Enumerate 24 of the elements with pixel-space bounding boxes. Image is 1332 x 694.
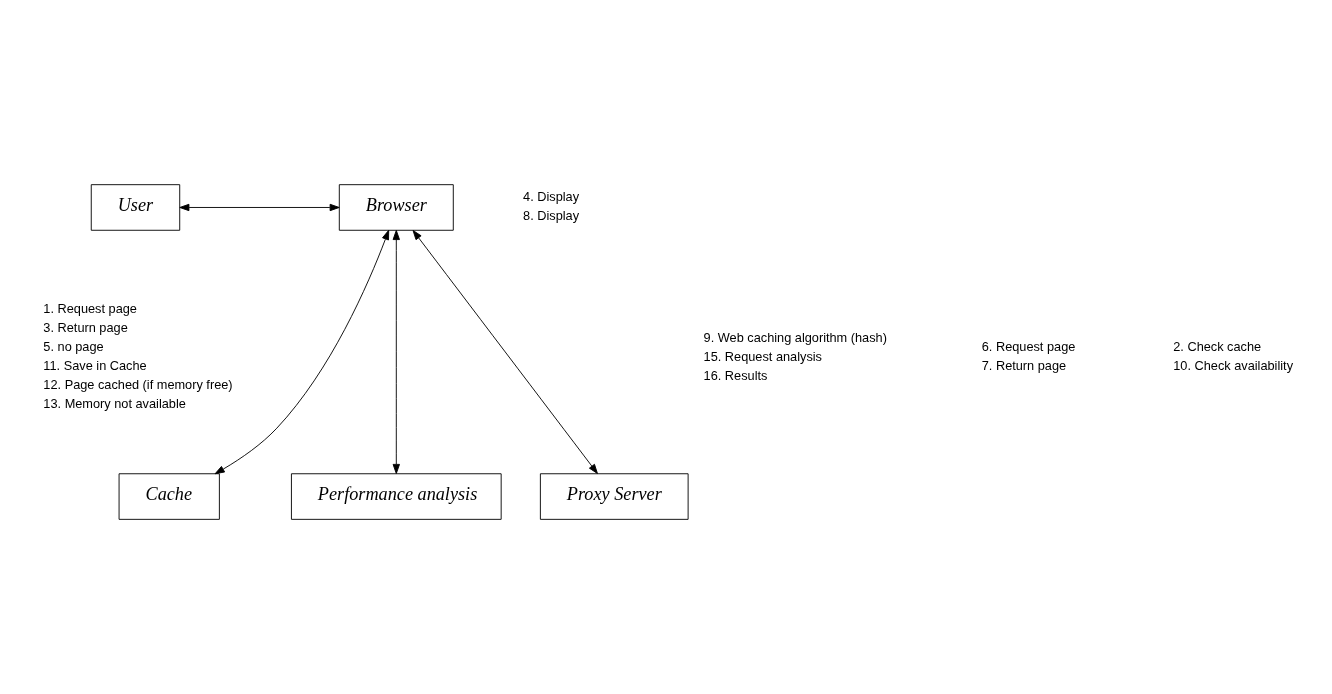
- arrow: [214, 229, 390, 475]
- label: 16. Results: [703, 368, 768, 384]
- node-box: Cache: [118, 473, 220, 520]
- label: 6. Request page: [981, 338, 1076, 354]
- node-box: Proxy Server: [539, 473, 689, 520]
- arrow: [179, 203, 340, 212]
- label: 15. Request analysis: [703, 348, 822, 364]
- label: 11. Save in Cache: [43, 357, 147, 373]
- label: 13. Memory not available: [43, 396, 186, 412]
- label: 3. Return page: [43, 319, 128, 335]
- label: 4. Display: [523, 189, 580, 205]
- label: 7. Return page: [981, 357, 1067, 373]
- node-box: User: [90, 184, 181, 231]
- node-box: Browser: [338, 184, 454, 231]
- label: 9. Web caching algorithm (hash): [703, 329, 887, 345]
- label: 5. no page: [43, 338, 104, 354]
- label: 1. Request page: [43, 300, 137, 316]
- label: 12. Page cached (if memory free): [43, 377, 233, 393]
- arrow: [412, 230, 598, 474]
- label: 10. Check availability: [1173, 357, 1294, 373]
- label: 8. Display: [523, 208, 580, 224]
- arrow: [392, 230, 400, 474]
- label: 2. Check cache: [1173, 338, 1262, 354]
- node-box: Performance analysis: [290, 473, 502, 520]
